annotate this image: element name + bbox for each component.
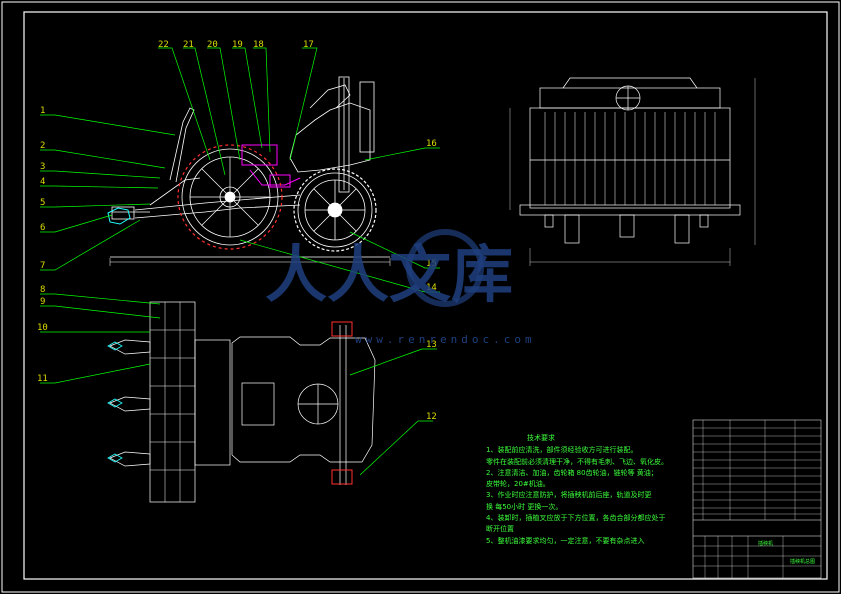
callout-5: 5 — [40, 198, 45, 208]
drive-wheel-rear — [297, 172, 373, 248]
title-block-material: 插秧机 — [758, 540, 773, 547]
technical-note-line: 5、整机油漆要求均匀，一定注意，不要有杂点进入 — [486, 536, 645, 545]
callout-16: 16 — [426, 139, 437, 149]
callout-15: 15 — [426, 259, 437, 269]
technical-note-line: 零件在装配前必须清理干净，不得有毛刺、飞边、氧化皮。 — [486, 457, 668, 466]
callout-7: 7 — [40, 261, 45, 271]
watermark-text: 人人文库 — [265, 238, 513, 311]
technical-note-line: 2、注意清洁、加油，齿轮箱 80齿轮油，链轮等 黄油； — [486, 468, 658, 477]
drive-wheel-large — [181, 148, 279, 246]
callout-1: 1 — [40, 106, 45, 116]
callout-22: 22 — [158, 40, 169, 50]
callout-18: 18 — [253, 40, 264, 50]
title-block-drawing-name: 插秧机总图 — [790, 558, 815, 565]
callout-19: 19 — [232, 40, 243, 50]
callout-20: 20 — [207, 40, 218, 50]
callout-2: 2 — [40, 141, 45, 151]
planting-claw — [107, 207, 131, 225]
dimension-side — [109, 258, 391, 266]
callout-10: 10 — [37, 323, 48, 333]
watermark-logo: 人人文库 — [265, 226, 555, 330]
callout-14: 14 — [426, 283, 437, 293]
end-view — [509, 77, 756, 266]
technical-note-line: 断开位置 — [486, 525, 514, 534]
top-view-wheels — [331, 321, 353, 485]
callout-numbers: 22 21 20 19 18 17 16 15 14 1 2 3 4 5 6 7… — [37, 40, 437, 422]
technical-note-line: 3、作业时应注意防护，将插秧机前后座，轨道及时更 — [486, 491, 652, 500]
wheel-lugs — [177, 144, 377, 252]
top-view-blue — [107, 341, 123, 463]
technical-notes: 技术要求 1、装配前应清洗，部件须经验收方可进行装配。 零件在装配前必须清理干净… — [486, 433, 691, 547]
technical-note-line: 4、装卸时，插植叉应放于下方位置，各齿合部分都应处于 — [486, 514, 666, 523]
technical-note-line: 皮带轮，20#机油。 — [486, 480, 550, 489]
technical-notes-title: 技术要求 — [527, 434, 555, 442]
callout-21: 21 — [183, 40, 194, 50]
callout-17: 17 — [303, 40, 314, 50]
inner-frame — [23, 11, 828, 580]
callout-4: 4 — [40, 177, 45, 187]
watermark-url: www.renrendoc.com — [355, 333, 536, 346]
technical-note-line: 换 每50小时 更换一次。 — [486, 502, 563, 511]
callout-8: 8 — [40, 285, 45, 295]
title-block-text: 插秧机 插秧机总图 — [758, 540, 815, 565]
callout-12: 12 — [426, 412, 437, 422]
callout-3: 3 — [40, 162, 45, 172]
top-view — [109, 301, 376, 503]
side-view — [110, 76, 390, 258]
title-block — [692, 419, 822, 579]
callout-11: 11 — [37, 374, 48, 384]
callout-6: 6 — [40, 223, 45, 233]
leader-lines — [40, 47, 440, 476]
callout-9: 9 — [40, 297, 45, 307]
callout-13: 13 — [426, 340, 437, 350]
technical-note-line: 1、装配前应清洗，部件须经验收方可进行装配。 — [486, 446, 638, 455]
engine-highlight — [241, 144, 301, 188]
